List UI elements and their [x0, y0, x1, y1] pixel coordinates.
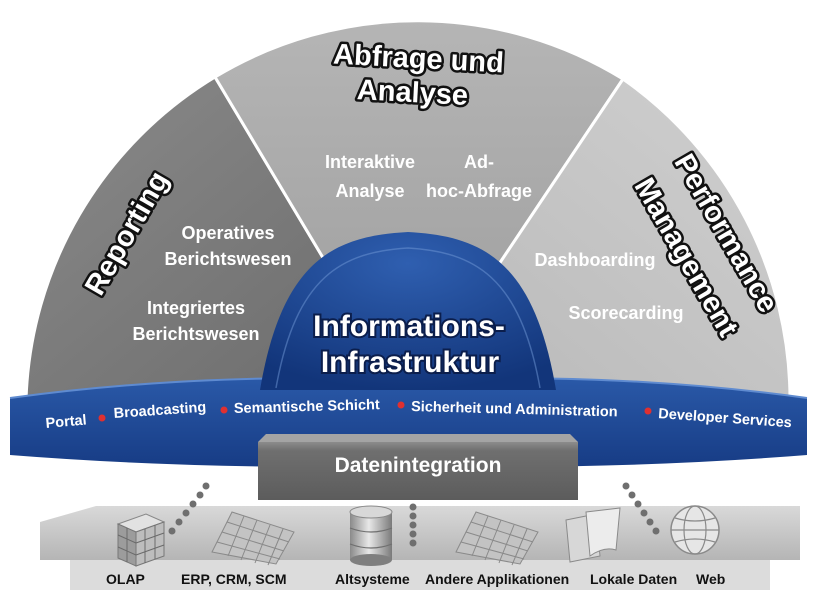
documents-icon	[565, 507, 621, 563]
cube-icon	[116, 513, 166, 567]
hub-title-line2: Infrastruktur	[321, 346, 500, 379]
bullet-icon	[644, 407, 652, 415]
grid-panel-icon	[211, 511, 295, 566]
service-semantische-schicht: Semantische Schicht	[234, 397, 380, 417]
globe-icon	[670, 505, 720, 555]
service-sicherheit-administration: Sicherheit und Administration	[411, 399, 618, 420]
service-portal: Portal	[45, 412, 87, 432]
item-scorecarding: Scorecarding	[568, 303, 683, 323]
source-label-lokale-daten: Lokale Daten	[590, 571, 677, 587]
source-label-erp-crm-scm: ERP, CRM, SCM	[181, 571, 287, 587]
service-broadcasting: Broadcasting	[113, 400, 207, 422]
information-infrastructure-hub	[260, 232, 556, 390]
analysis-title-line2: Analyse	[356, 74, 469, 112]
bullet-icon	[397, 401, 405, 409]
data-integration-label: Datenintegration	[335, 454, 502, 477]
bullet-icon	[220, 406, 228, 414]
source-label-andere-applikationen: Andere Applikationen	[425, 571, 569, 587]
segment-abfrage-analyse	[212, 19, 626, 403]
hub-title-line1: Informations-	[313, 310, 505, 343]
grid-panel-icon	[455, 511, 539, 566]
source-label-olap: OLAP	[106, 571, 145, 587]
item-adhoc-abfrage: Ad-hoc-Abfrage	[426, 152, 532, 201]
database-cylinder-icon	[349, 505, 393, 566]
source-labels: OLAP ERP, CRM, SCM Altsysteme Andere App…	[106, 571, 725, 587]
item-dashboarding: Dashboarding	[534, 250, 655, 270]
bullet-icon	[98, 414, 106, 422]
data-integration-block: Datenintegration	[258, 434, 578, 500]
connector-dots	[168, 482, 660, 547]
source-label-web: Web	[696, 571, 725, 587]
source-label-altsysteme: Altsysteme	[335, 571, 410, 587]
